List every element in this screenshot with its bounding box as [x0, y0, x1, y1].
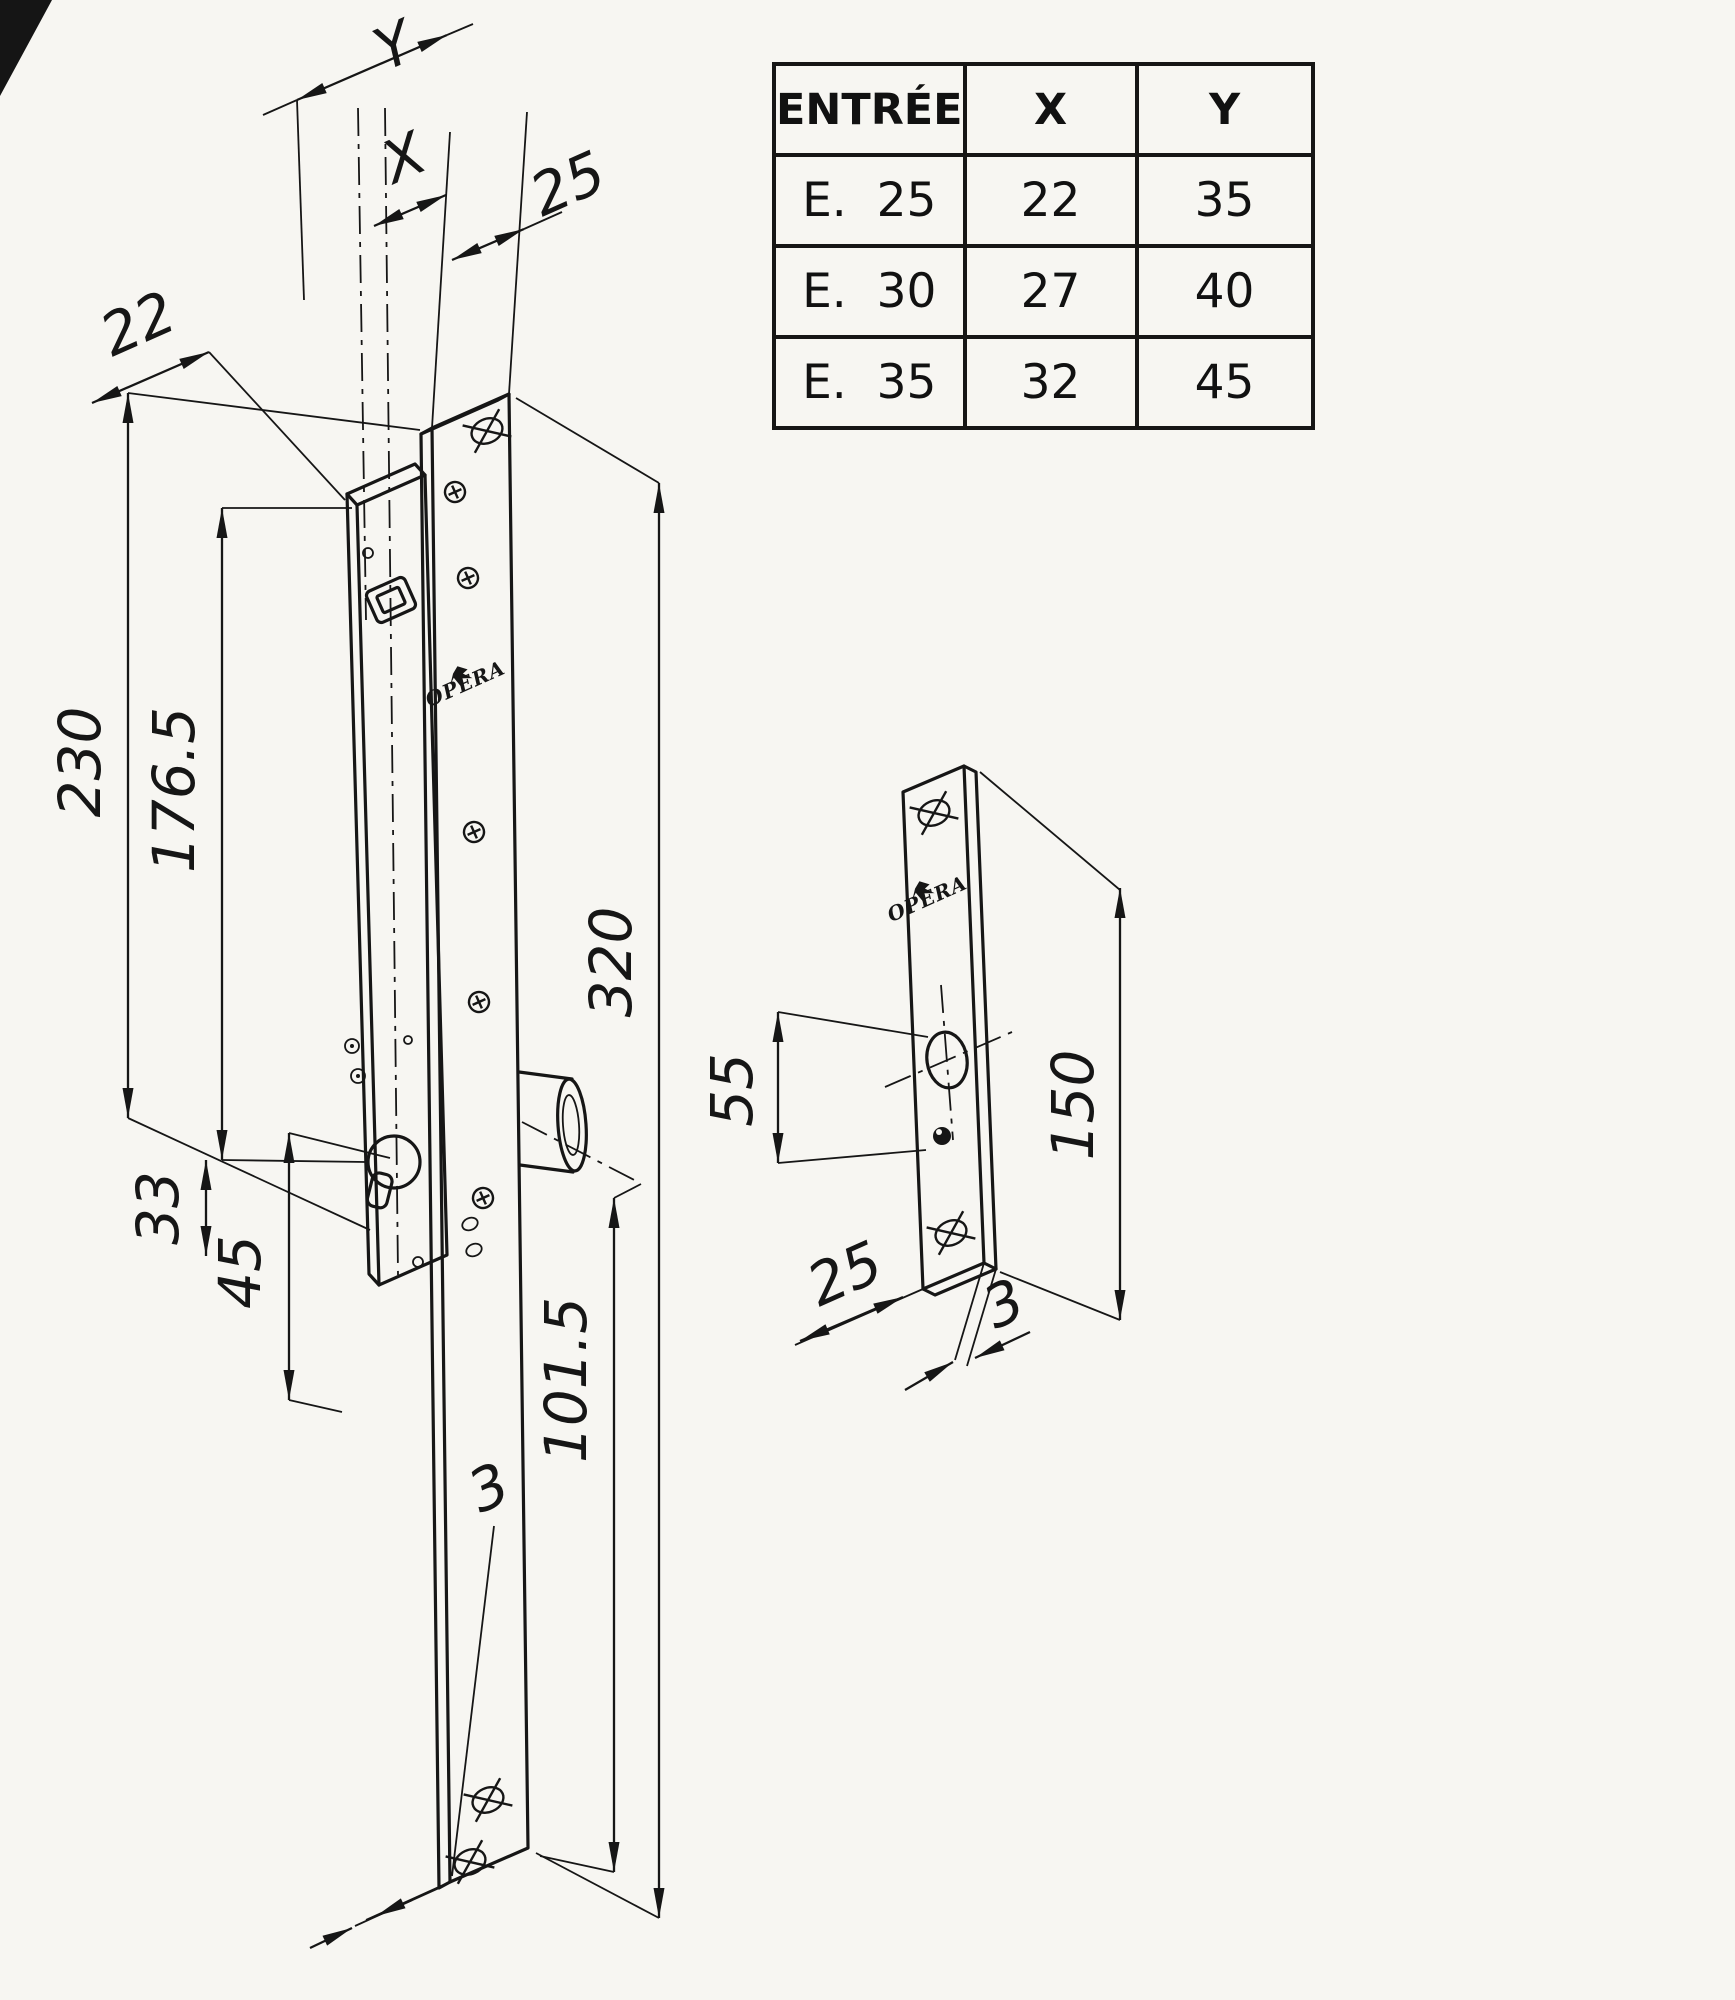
dimension-lines [91, 33, 661, 1950]
table-cell-x: 22 [962, 153, 1139, 248]
table-row: E. 35 32 45 [772, 335, 1315, 430]
dim-body-width: 22 [90, 278, 185, 370]
table-row: E. 25 22 35 [772, 153, 1315, 248]
strike-plate-drawing: 55 150 25 3 [698, 764, 1126, 1391]
dim-overall-height: 320 [577, 907, 645, 1018]
opera-logo [880, 863, 971, 927]
table-cell-entree: E. 35 [772, 335, 967, 430]
strike-details [880, 789, 977, 1257]
strike-centerlines [884, 984, 1013, 1141]
centerlines [357, 107, 641, 1276]
dim-y-label: Y [364, 6, 428, 84]
table-cell-y: 35 [1134, 153, 1315, 248]
table-cell-y: 40 [1134, 244, 1315, 339]
strike-dim-height: 150 [1039, 1050, 1107, 1161]
table-cell-entree: E. 30 [772, 244, 967, 339]
dim-x-label: X [369, 118, 437, 198]
table-cell-x: 32 [962, 335, 1139, 430]
main-lock-drawing: Y X 25 22 230 176.5 33 45 320 101.5 3 [46, 6, 665, 1950]
table-header-y: Y [1134, 62, 1315, 157]
roller-pin [517, 1070, 588, 1174]
phillips-screw-icon [453, 563, 483, 593]
scan-artifact-corner [0, 0, 52, 96]
roller-hole [925, 1030, 969, 1090]
dim-33: 33 [124, 1171, 192, 1245]
cylinder-cutout [365, 1134, 422, 1210]
strike-dim-55: 55 [698, 1053, 766, 1127]
dim-thickness: 3 [458, 1449, 519, 1526]
entree-xy-table: ENTRÉE X Y E. 25 22 35 E. 30 27 40 E. 35… [772, 62, 1315, 430]
table-header-row: ENTRÉE X Y [772, 62, 1315, 157]
dim-faceplate-width: 25 [520, 138, 615, 230]
pin-hole [933, 1127, 951, 1145]
table-cell-x: 27 [962, 244, 1139, 339]
dim-101-5: 101.5 [532, 1297, 600, 1463]
table-row: E. 30 27 40 [772, 244, 1315, 339]
body-details [344, 547, 424, 1268]
dim-body-height: 230 [46, 707, 114, 818]
extension-lines [127, 23, 660, 1927]
phillips-screw-icon [464, 987, 494, 1017]
strike-extension-lines [777, 771, 1121, 1367]
table-cell-y: 45 [1134, 335, 1315, 430]
dim-cylinder-axis: 176.5 [140, 707, 208, 873]
table-header-x: X [962, 62, 1139, 157]
phillips-screw-icon [468, 1183, 498, 1213]
table-header-entree: ENTRÉE [772, 62, 967, 157]
dim-45: 45 [206, 1235, 274, 1309]
phillips-screw-icon [459, 817, 489, 847]
faceplate [419, 392, 530, 1890]
spindle-follower [364, 575, 418, 625]
strike-dim-thickness: 3 [973, 1265, 1034, 1342]
phillips-screw-icon [440, 477, 470, 507]
table-cell-entree: E. 25 [772, 153, 967, 248]
strike-plate [901, 764, 998, 1297]
countersunk-screw-icon [462, 1776, 514, 1824]
countersunk-screw-icon [908, 789, 960, 837]
faceplate-screws [440, 407, 514, 1886]
countersunk-screw-icon [461, 407, 513, 455]
countersunk-screw-icon [925, 1209, 977, 1257]
